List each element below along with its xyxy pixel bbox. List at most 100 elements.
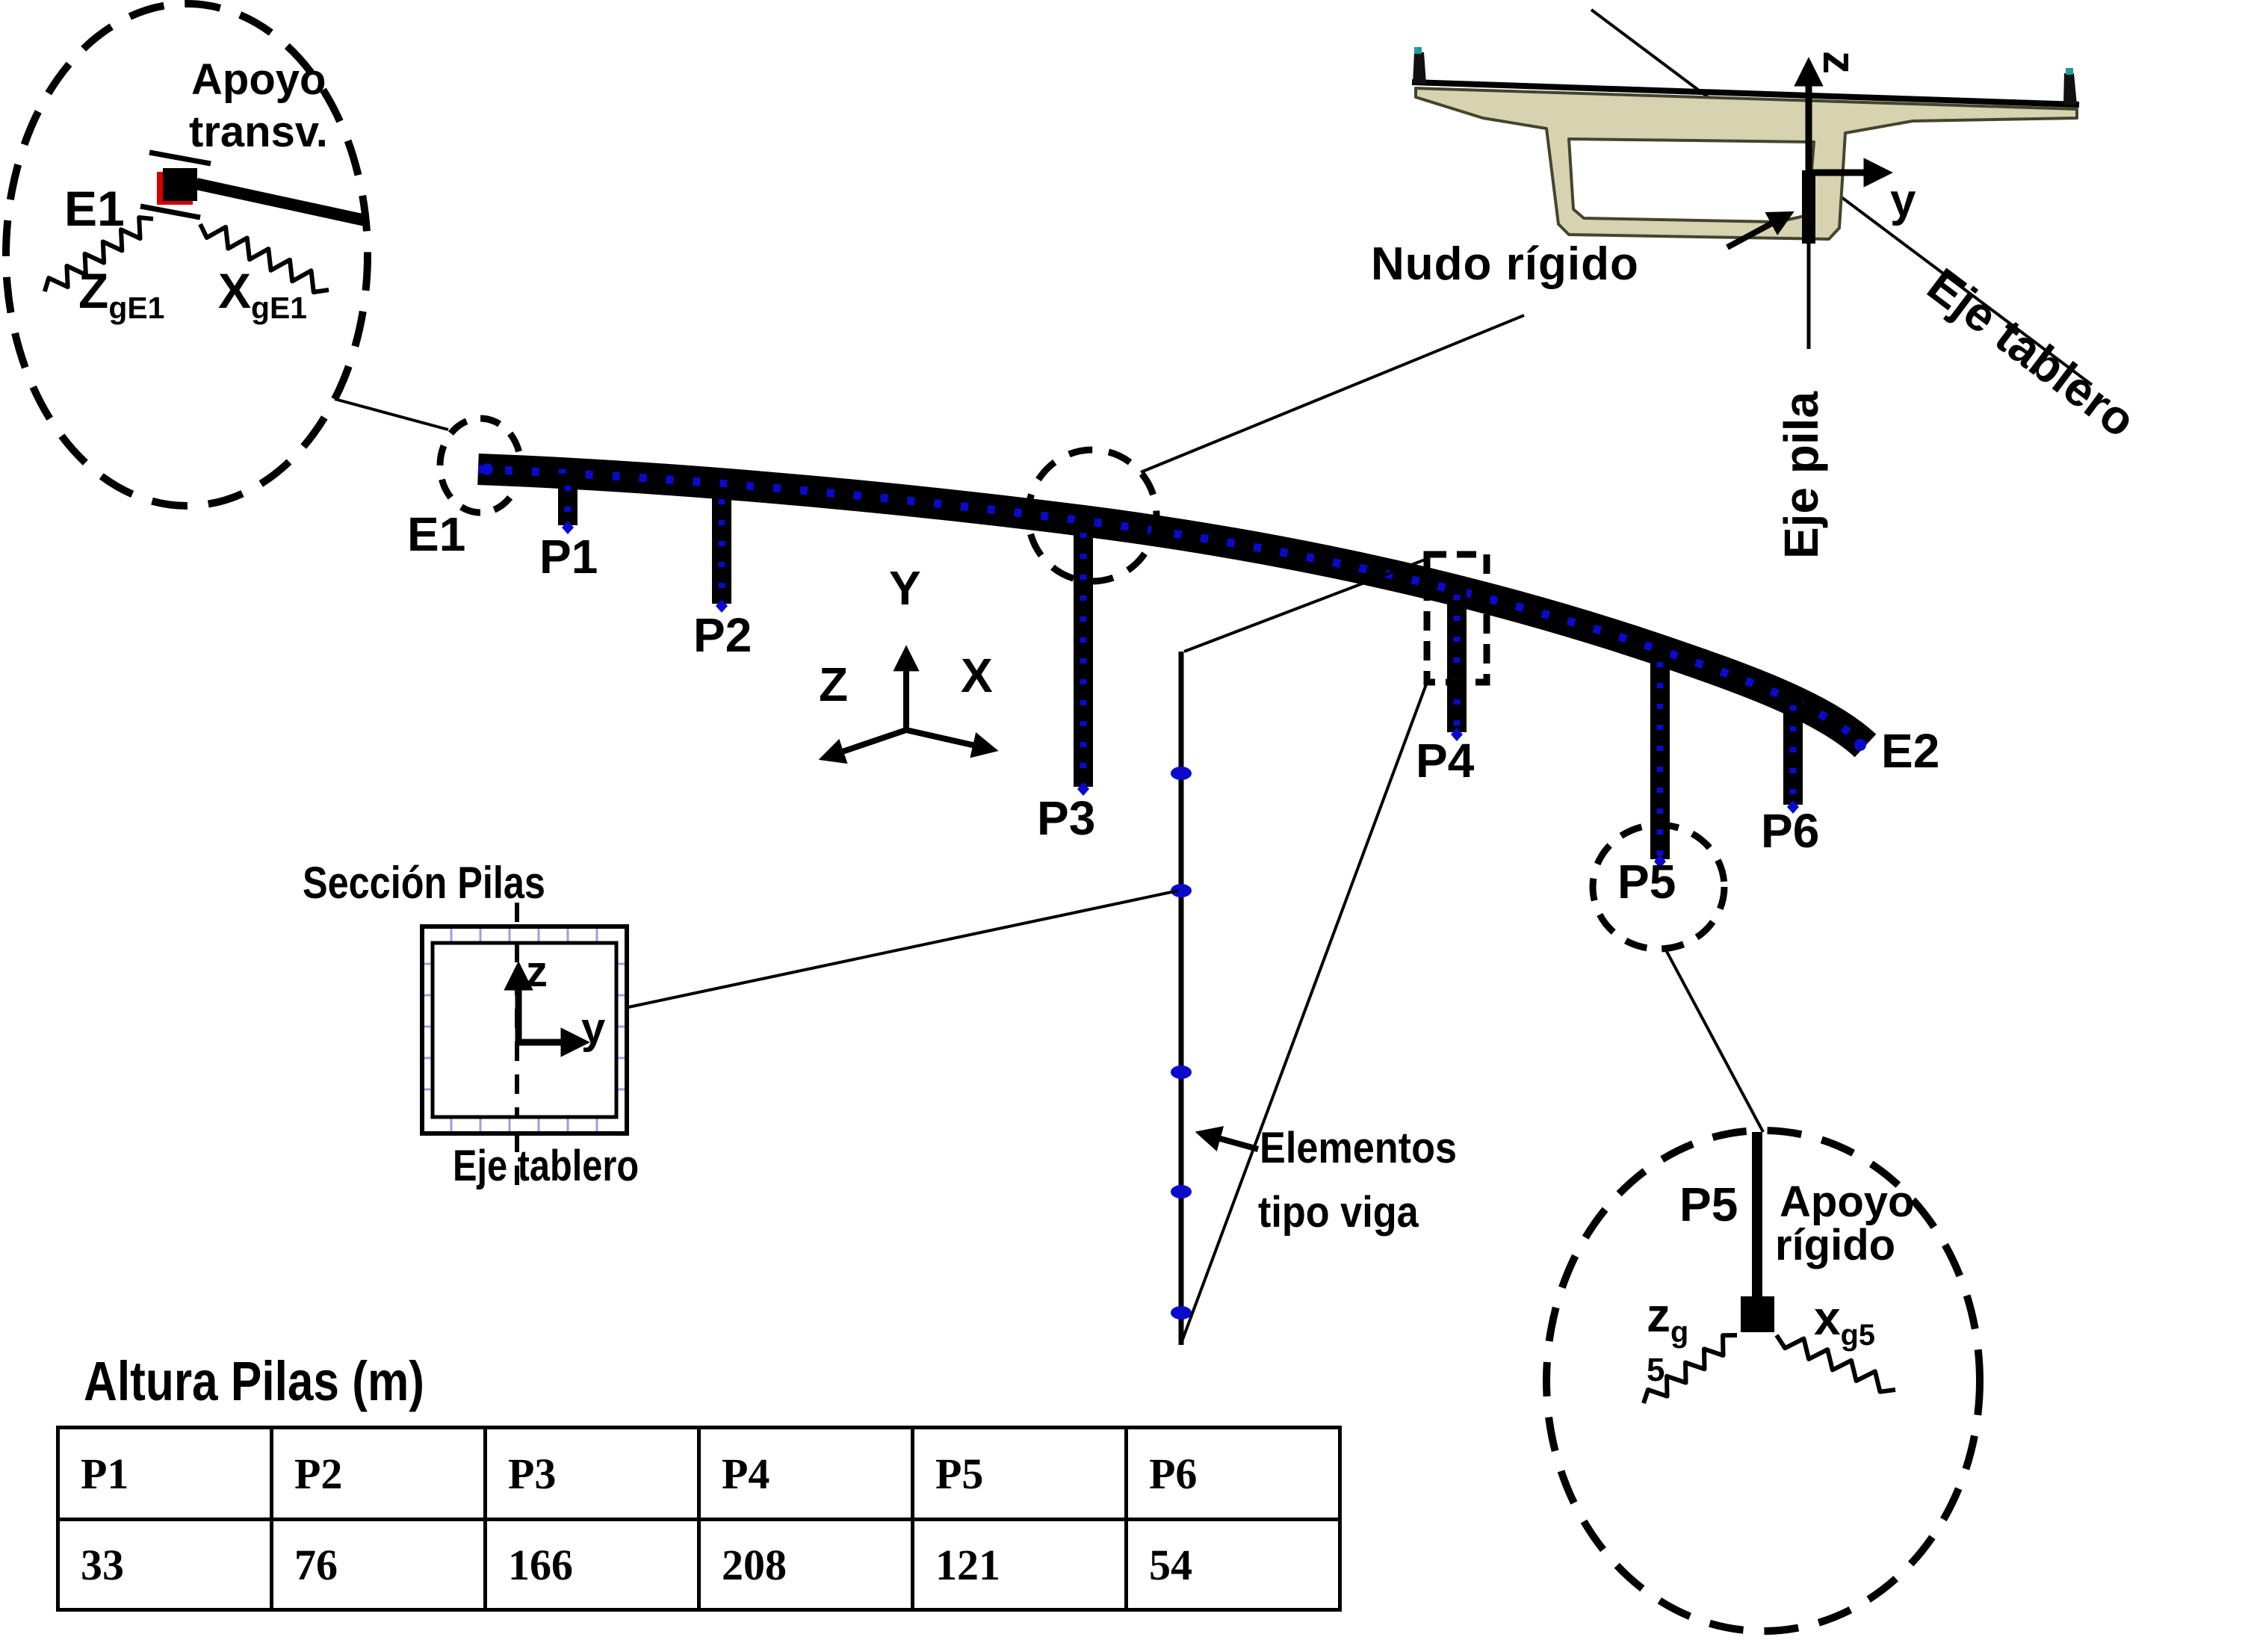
table-header-p3: P3 bbox=[483, 1426, 701, 1521]
left-barrier-cap bbox=[1414, 47, 1422, 54]
nudo-rigido-label: Nudo rígido bbox=[1371, 238, 1639, 290]
eje-pila-label: Eje pila bbox=[1774, 391, 1828, 560]
e1-zoom-circle bbox=[436, 415, 524, 516]
e1-detail-label: E1 bbox=[64, 181, 125, 236]
e1-spring-x bbox=[198, 223, 329, 294]
left-barrier bbox=[1413, 52, 1426, 84]
road-surface-line bbox=[1411, 79, 2080, 108]
triad-z-axis bbox=[818, 727, 908, 764]
e1-spring-x-main: X bbox=[218, 263, 252, 318]
p5-detail-leader bbox=[1663, 947, 1765, 1133]
table-header-p1: P1 bbox=[56, 1426, 273, 1521]
pier-p4-label: P4 bbox=[1416, 734, 1475, 788]
table-value-p5: 121 bbox=[911, 1518, 1128, 1612]
table-value-p2: 76 bbox=[270, 1518, 487, 1612]
p5-spring-z bbox=[1641, 1333, 1738, 1404]
e1-spring-z bbox=[42, 215, 154, 293]
beam-leader-top bbox=[1183, 557, 1428, 653]
section-y-label: y bbox=[1890, 175, 1916, 226]
rigid-node-bar bbox=[1802, 170, 1815, 244]
p3-junction-circle bbox=[1024, 446, 1160, 585]
triad-x-label: X bbox=[961, 649, 993, 702]
pier-section-eje-tablero-label: Eje tablero bbox=[453, 1142, 640, 1190]
node-p3-base bbox=[1077, 782, 1089, 796]
node-p6-base bbox=[1787, 800, 1799, 814]
e1-spring-z-label: ZgE1 bbox=[78, 263, 164, 324]
triad-y-label: Y bbox=[889, 561, 921, 615]
p5-support-label-line2: rígido bbox=[1775, 1221, 1896, 1269]
pier-p5-label: P5 bbox=[1617, 855, 1676, 909]
table-header-p2: P2 bbox=[270, 1426, 487, 1521]
triad-x-axis bbox=[905, 727, 999, 758]
p5-zoom-circle bbox=[1589, 821, 1728, 953]
p5-detail-circle bbox=[1543, 1127, 1984, 1635]
node-p2-base bbox=[716, 599, 728, 613]
table-header-row: P1 P2 P3 P4 P5 P6 bbox=[56, 1426, 1342, 1521]
pier-section-z-label: z bbox=[526, 947, 548, 996]
e1-detail-circle bbox=[2, 0, 371, 510]
e1-deck-stub bbox=[195, 178, 367, 226]
e1-support-label-line2: transv. bbox=[189, 108, 328, 156]
beam-note-line2: tipo viga bbox=[1258, 1188, 1419, 1237]
box-girder-void bbox=[1567, 137, 1815, 223]
pier-section-title: Sección Pilas bbox=[303, 858, 545, 908]
p5-spring-z-sub2-label: 5 bbox=[1647, 1352, 1665, 1388]
node-p1-base bbox=[562, 521, 574, 534]
p5-spring-z-sub: g bbox=[1670, 1315, 1689, 1349]
beam-node-4 bbox=[1171, 1185, 1192, 1198]
p5-spring-x-label: xg5 bbox=[1814, 1291, 1875, 1350]
table-header-p6: P6 bbox=[1124, 1426, 1342, 1521]
table-header-p5: P5 bbox=[911, 1426, 1128, 1521]
p5-detail-label: P5 bbox=[1679, 1178, 1738, 1231]
section-leader bbox=[628, 889, 1179, 1009]
e1-support-label-line1: Apoyo bbox=[191, 55, 326, 104]
table-value-p1: 33 bbox=[56, 1518, 273, 1612]
table-header-p4: P4 bbox=[697, 1426, 914, 1521]
p5-spring-x bbox=[1774, 1334, 1896, 1394]
p5-support-block bbox=[1741, 1296, 1774, 1332]
p5-spring-z-label: zg bbox=[1647, 1288, 1688, 1347]
beam-leader-bottom bbox=[1180, 678, 1430, 1344]
table-value-p3: 166 bbox=[483, 1518, 701, 1612]
node-e1 bbox=[481, 463, 493, 475]
p5-support-label-line1: Apoyo bbox=[1780, 1178, 1915, 1226]
table-value-p6: 54 bbox=[1124, 1518, 1342, 1612]
e1-bearing-block bbox=[163, 168, 197, 201]
section-z-label: z bbox=[1813, 51, 1865, 74]
e1-spring-z-main: Z bbox=[78, 263, 109, 318]
node-p4-base bbox=[1451, 728, 1463, 741]
beam-node-1 bbox=[1171, 767, 1192, 780]
beam-node-3 bbox=[1171, 1065, 1192, 1079]
beam-note-line1: Elementos bbox=[1260, 1124, 1457, 1172]
e1-spring-z-sub: gE1 bbox=[108, 291, 165, 326]
right-barrier-cap bbox=[2066, 68, 2073, 75]
p5-spring-x-main: x bbox=[1814, 1291, 1841, 1345]
p3-junction-leader bbox=[1140, 314, 1525, 474]
deck-node-dashes bbox=[477, 465, 1868, 749]
nudo-rigido-arrow bbox=[1726, 211, 1794, 250]
e1-spring-x-label: XgE1 bbox=[218, 263, 307, 324]
pier-p2-label: P2 bbox=[693, 608, 752, 662]
e1-bearing-lower-plate bbox=[140, 203, 201, 220]
beam-note-arrow bbox=[1195, 1126, 1260, 1152]
beam-node-2 bbox=[1171, 884, 1192, 897]
pier-section-y-label: y bbox=[581, 1004, 606, 1053]
p5-spring-z-main: z bbox=[1647, 1288, 1670, 1342]
e1-detail-leader-line bbox=[334, 397, 449, 431]
e1-bearing-upper-plate bbox=[149, 149, 211, 167]
e1-spring-x-sub: gE1 bbox=[251, 291, 308, 326]
right-barrier bbox=[2063, 73, 2077, 105]
table-value-row: 33 76 166 208 121 54 bbox=[56, 1518, 1342, 1612]
node-e2 bbox=[1854, 739, 1866, 751]
abutment-e1-label: E1 bbox=[407, 507, 466, 561]
table-title: Altura Pilas (m) bbox=[84, 1350, 424, 1412]
pier-p3-label: P3 bbox=[1037, 791, 1096, 845]
pier-heights-table: P1 P2 P3 P4 P5 P6 33 76 166 208 121 54 bbox=[56, 1426, 1342, 1612]
pier-p1-label: P1 bbox=[539, 530, 598, 584]
beam-node-5 bbox=[1171, 1306, 1192, 1320]
triad-z-label: Z bbox=[819, 658, 849, 711]
pier-p6-label: P6 bbox=[1761, 804, 1820, 858]
abutment-e2-label: E2 bbox=[1881, 724, 1940, 778]
